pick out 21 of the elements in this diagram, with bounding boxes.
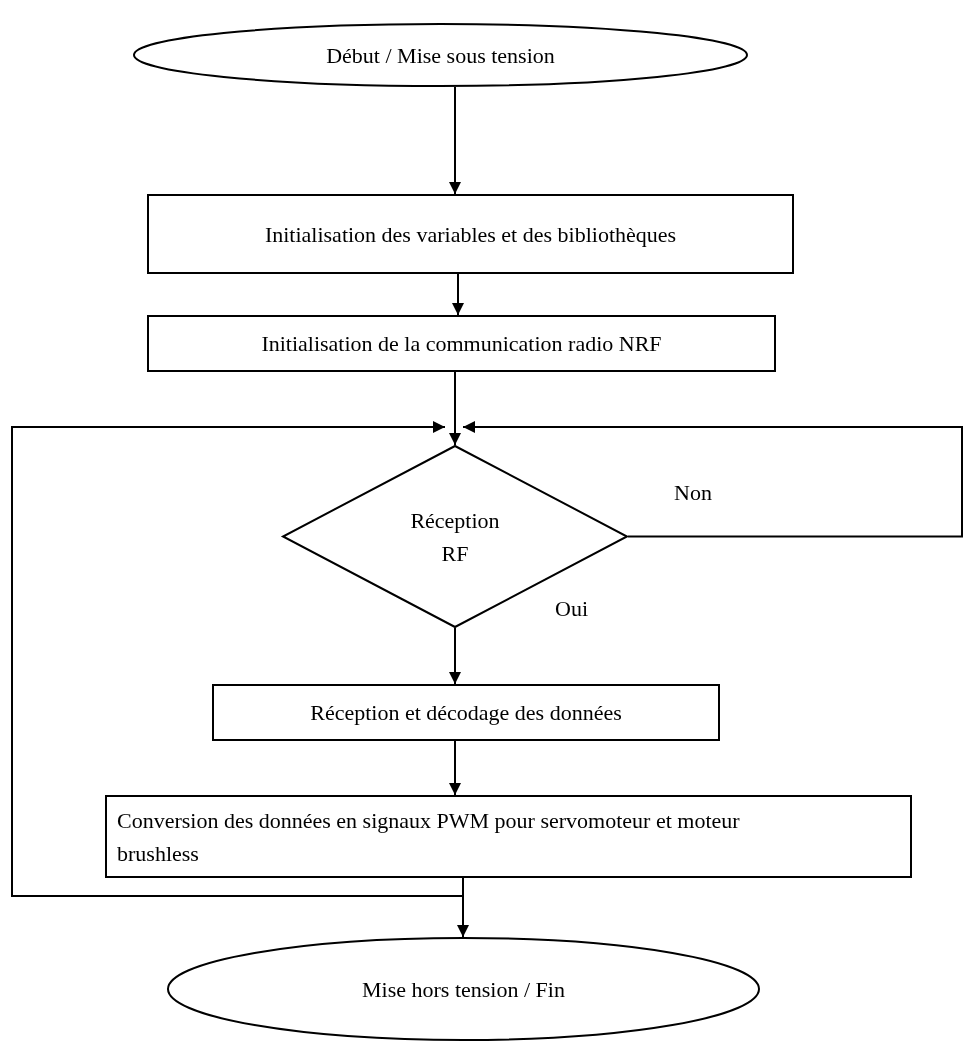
process-box <box>147 194 794 274</box>
process-box <box>212 684 720 741</box>
node-text: Initialisation des variables et des bibliothèques <box>264 220 677 249</box>
node-text: Initialisation de la communication radio NRF <box>261 330 662 358</box>
arrow <box>449 740 461 796</box>
arrow <box>449 627 461 685</box>
node-text: Réception et décodage des données <box>310 699 622 727</box>
arrow <box>11 421 464 897</box>
terminal-ellipse <box>133 23 748 87</box>
process-box <box>147 315 776 372</box>
arrow <box>462 421 963 538</box>
arrow <box>449 86 461 195</box>
arrow <box>452 273 464 316</box>
process-box <box>105 795 912 878</box>
node-text: Conversion des données en signaux PWM pour servomoteur et moteur brushless <box>116 806 741 868</box>
node-text: Début / Mise sous tension <box>326 41 555 70</box>
node-text: Réception RF <box>409 506 501 568</box>
node-text: Mise hors tension / Fin <box>362 975 565 1004</box>
arrow <box>449 371 461 446</box>
decision-diamond <box>282 445 628 628</box>
terminal-ellipse <box>167 937 760 1041</box>
